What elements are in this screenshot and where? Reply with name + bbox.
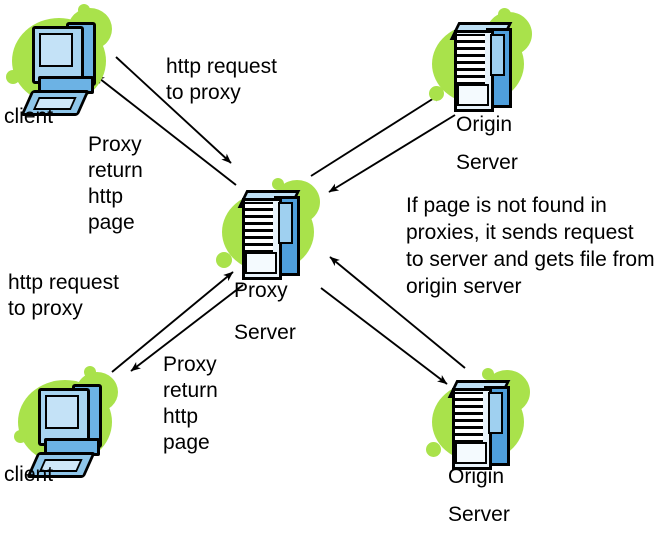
green-blob-dot-icon <box>14 430 27 443</box>
node-proxy-server[interactable]: Proxy Server <box>214 178 330 344</box>
edge-proxy-to-client-top <box>94 74 237 186</box>
node-client-bottom[interactable]: client <box>4 366 126 486</box>
node-label-proxy-2: Server <box>234 321 296 344</box>
edge-origin-bottom-to-proxy <box>329 256 466 369</box>
green-blob-dot-icon <box>216 252 232 268</box>
green-blob-dot-icon <box>429 86 444 101</box>
edge-label-client-top-return: Proxy return http page <box>88 133 143 234</box>
green-blob-dot-icon <box>426 442 441 457</box>
green-blob-dot-icon <box>78 4 90 16</box>
edge-label-client-bottom-request: http request to proxy <box>8 271 119 320</box>
node-origin-bottom[interactable]: Origin Server <box>424 368 540 526</box>
edge-client-top-request <box>115 56 232 164</box>
node-label-origin-top: Origin <box>456 113 513 136</box>
node-label-origin-bottom-2: Server <box>448 503 510 526</box>
node-label-origin-bottom: Origin <box>448 465 505 488</box>
node-label-proxy: Proxy <box>234 279 288 302</box>
node-origin-top[interactable]: Origin Server <box>424 8 540 174</box>
green-blob-dot-icon <box>272 178 284 190</box>
edge-client-bottom-request <box>111 271 234 373</box>
edge-label-client-bottom-return: Proxy return http page <box>163 353 218 454</box>
node-label-origin-top-2: Server <box>456 151 518 174</box>
edge-proxy-to-origin-bottom <box>320 287 448 385</box>
edge-proxy-to-origin-top <box>310 92 443 177</box>
green-blob-dot-icon <box>84 366 96 378</box>
edge-proxy-to-client-bottom <box>130 284 244 372</box>
node-label-client-top: client <box>4 105 54 128</box>
edge-origin-top-to-proxy <box>328 114 456 193</box>
green-blob-dot-icon <box>6 70 20 84</box>
node-label-client-bottom: client <box>4 463 54 486</box>
green-blob-dot-icon <box>498 8 511 21</box>
note-text: If page is not found in proxies, it send… <box>406 194 655 298</box>
green-blob-dot-icon <box>482 368 494 380</box>
edge-label-client-top-request: http request to proxy <box>166 55 277 104</box>
node-client-top[interactable]: client <box>4 4 118 128</box>
